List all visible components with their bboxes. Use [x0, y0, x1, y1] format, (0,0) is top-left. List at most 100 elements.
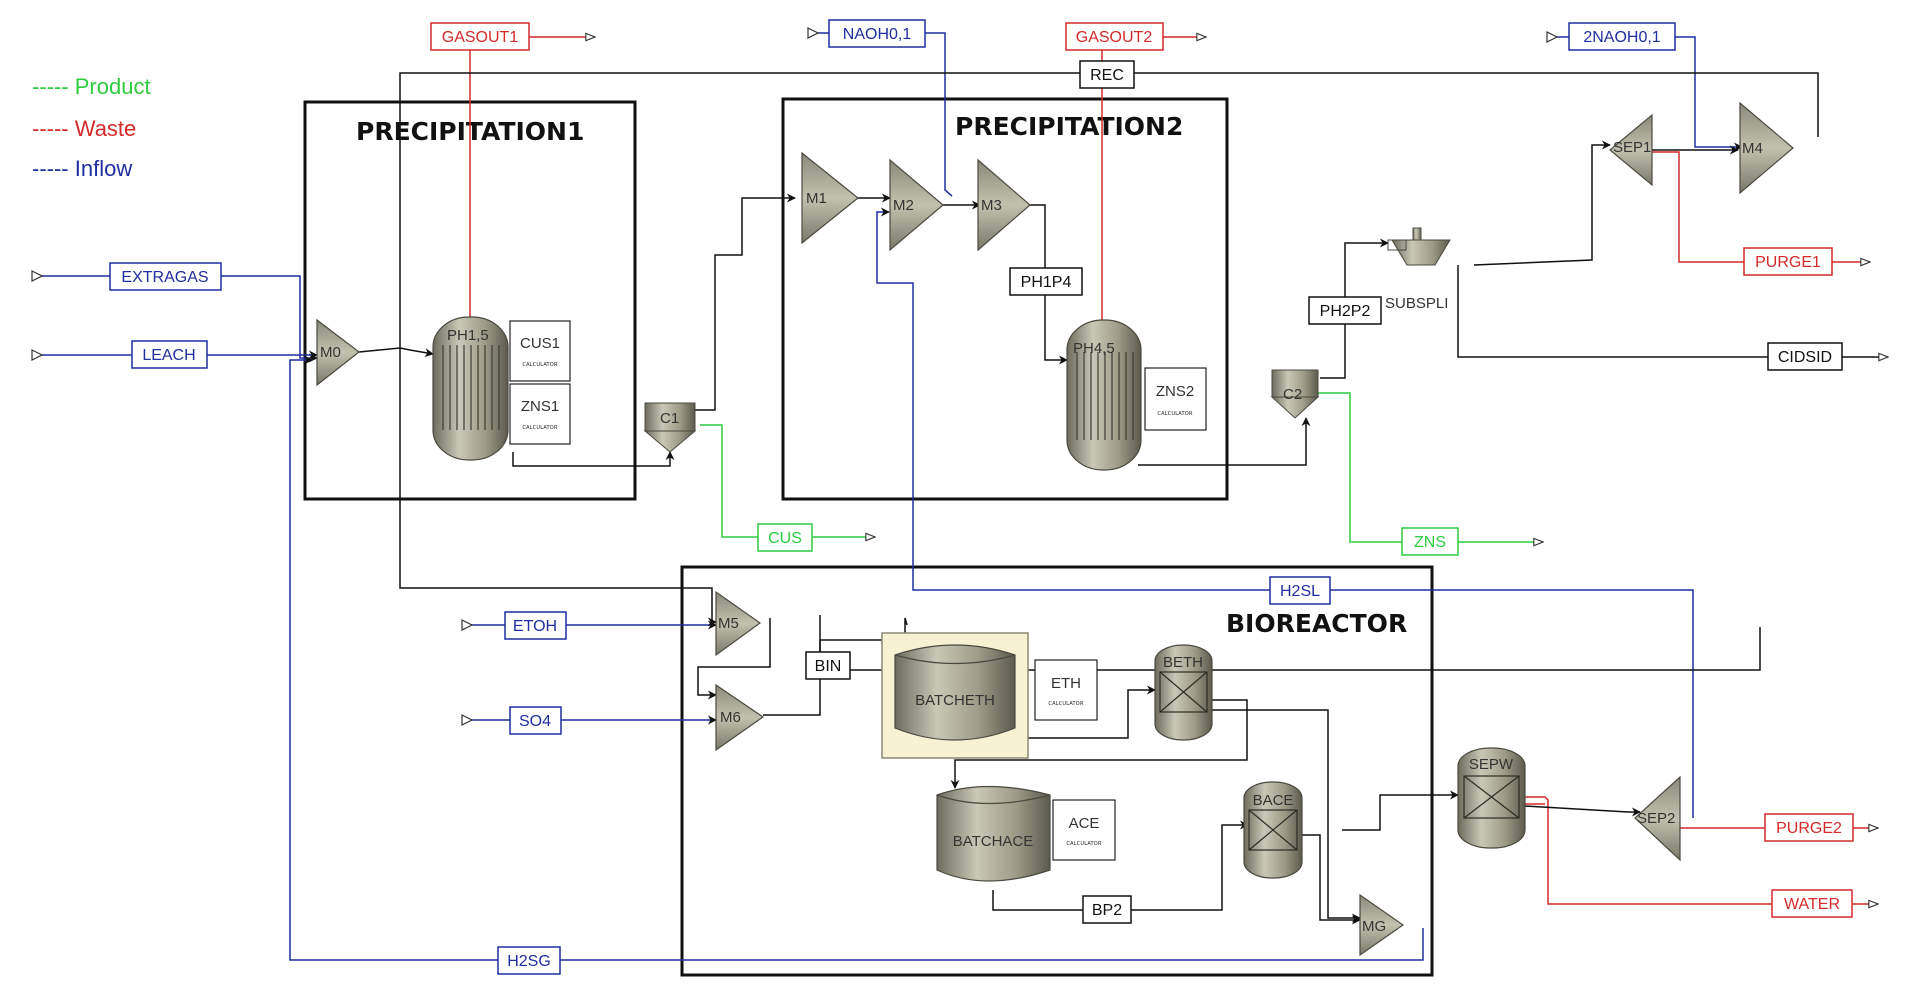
stream-bace-mg[interactable]: [1300, 834, 1361, 925]
stream-extragas-label: EXTRAGAS: [121, 269, 208, 286]
stream-extragas[interactable]: EXTRAGAS: [109, 262, 222, 291]
block-mg[interactable]: MG: [1359, 893, 1405, 957]
block-beth-label: BETH: [1163, 654, 1203, 671]
stream-ph15-out[interactable]: [512, 451, 675, 467]
stream-etoh-label: ETOH: [513, 618, 557, 635]
stream-2naoh-label: 2NAOH0,1: [1583, 29, 1660, 46]
section-title-precipitation2: PRECIPITATION2: [955, 112, 1183, 141]
block-subspli-label: SUBSPLI: [1385, 295, 1448, 312]
stream-ph1p4[interactable]: PH1P4: [1009, 267, 1083, 296]
inlet-2naoh-marker: [1546, 31, 1559, 43]
stream-gasout1[interactable]: GASOUT1: [430, 22, 530, 51]
stream-water[interactable]: WATER: [1771, 889, 1853, 918]
block-c1-label: C1: [660, 410, 679, 427]
stream-rec-line[interactable]: [399, 72, 1819, 627]
inlet-leach-marker: [31, 349, 44, 361]
stream-bace-sepw[interactable]: [1342, 790, 1459, 831]
stream-bin-line[interactable]: [763, 617, 908, 716]
calc-eth[interactable]: ETH CALCULATOR: [1034, 659, 1098, 721]
stream-labels: GASOUT1 GASOUT2 PURGE1 PURGE2 WATER NAOH…: [109, 19, 1854, 975]
stream-batcheth-out[interactable]: [1013, 685, 1156, 739]
stream-gasout2[interactable]: GASOUT2: [1065, 22, 1164, 51]
block-beth[interactable]: BETH: [1154, 644, 1213, 741]
stream-naoh[interactable]: NAOH0,1: [828, 19, 926, 48]
stream-zns[interactable]: ZNS: [1401, 527, 1459, 556]
stream-h2sg[interactable]: H2SG: [497, 946, 561, 975]
block-subspli[interactable]: SUBSPLI: [1385, 227, 1451, 312]
stream-gasout1-label: GASOUT1: [442, 29, 519, 46]
block-m3[interactable]: M3: [977, 158, 1031, 252]
stream-m5-m6[interactable]: [697, 618, 771, 700]
block-batcheth[interactable]: BATCHETH: [881, 632, 1029, 759]
block-c2[interactable]: C2: [1270, 369, 1320, 419]
block-batchace[interactable]: BATCHACE: [936, 785, 1051, 882]
stream-so4[interactable]: SO4: [509, 706, 562, 735]
stream-bp2-line[interactable]: [992, 820, 1249, 911]
stream-m0-out[interactable]: [358, 347, 434, 358]
calc-cus1-label: CUS1: [520, 335, 560, 352]
stream-purge2[interactable]: PURGE2: [1764, 813, 1854, 842]
stream-leach[interactable]: LEACH: [131, 340, 208, 369]
block-batchace-label: BATCHACE: [953, 833, 1034, 850]
stream-cidsid[interactable]: CIDSID: [1767, 342, 1843, 371]
block-bace[interactable]: BACE: [1243, 781, 1303, 879]
stream-bin[interactable]: BIN: [805, 651, 851, 680]
stream-rec[interactable]: REC: [1079, 60, 1135, 89]
block-m2-label: M2: [893, 197, 914, 214]
calc-cus1[interactable]: CUS1 CALCULATOR: [509, 320, 571, 382]
stream-purge2-label: PURGE2: [1776, 820, 1842, 837]
stream-leach-label: LEACH: [142, 347, 195, 364]
stream-h2sg-line[interactable]: [289, 355, 1424, 961]
block-c2-label: C2: [1283, 386, 1302, 403]
stream-gasout2-label: GASOUT2: [1076, 29, 1153, 46]
block-m0[interactable]: M0: [316, 318, 360, 387]
stream-ph2p2-label: PH2P2: [1320, 303, 1371, 320]
calc-zns2[interactable]: ZNS2 CALCULATOR: [1144, 367, 1207, 431]
stream-h2sl[interactable]: H2SL: [1269, 576, 1331, 605]
stream-etoh[interactable]: ETOH: [504, 611, 567, 640]
inlet-etoh-marker: [461, 619, 474, 631]
legend: ----- Product ----- Waste ----- Inflow: [32, 74, 151, 181]
block-sep2-label: SEP2: [1637, 810, 1675, 827]
stream-cidsid-line[interactable]: [1457, 265, 1888, 357]
stream-water-line[interactable]: [1525, 796, 1878, 904]
stream-beth-mg[interactable]: [1212, 709, 1361, 923]
stream-naoh-line[interactable]: [810, 32, 953, 197]
stream-ph2p2[interactable]: PH2P2: [1308, 296, 1382, 325]
stream-cus-line[interactable]: [700, 424, 875, 537]
calc-zns2-label: ZNS2: [1156, 383, 1194, 400]
calc-zns1[interactable]: ZNS1 CALCULATOR: [509, 383, 571, 445]
stream-purge1[interactable]: PURGE1: [1743, 247, 1833, 276]
stream-subspli-top[interactable]: [1473, 140, 1611, 266]
stream-cus[interactable]: CUS: [757, 523, 813, 552]
block-m2[interactable]: M2: [889, 158, 944, 252]
block-m4[interactable]: M4: [1739, 101, 1794, 195]
block-sep2[interactable]: SEP2: [1634, 775, 1681, 862]
block-sep1[interactable]: SEP1: [1609, 113, 1653, 187]
calc-zns2-sub: CALCULATOR: [1157, 411, 1193, 417]
stream-h2sl-line[interactable]: [876, 207, 1694, 818]
block-m1[interactable]: M1: [801, 151, 859, 245]
calc-ace-label: ACE: [1069, 815, 1100, 832]
stream-h2sl-label: H2SL: [1280, 583, 1320, 600]
block-ph15-label: PH1,5: [447, 327, 489, 344]
block-m6[interactable]: M6: [715, 683, 765, 752]
stream-c1-out[interactable]: [684, 193, 796, 411]
stream-ph45-out[interactable]: [1138, 417, 1311, 466]
block-bace-label: BACE: [1253, 792, 1294, 809]
stream-water-label: WATER: [1784, 896, 1840, 913]
block-c1[interactable]: C1: [643, 402, 697, 453]
stream-sepw-sep2[interactable]: [1524, 805, 1641, 817]
block-sepw[interactable]: SEPW: [1457, 747, 1526, 849]
stream-2naoh[interactable]: 2NAOH0,1: [1568, 22, 1676, 51]
block-ph15[interactable]: PH1,5: [432, 316, 509, 461]
block-ph45[interactable]: PH4,5: [1066, 319, 1142, 471]
stream-beth-out[interactable]: [950, 699, 1248, 789]
stream-gasout1-line[interactable]: [469, 37, 595, 335]
stream-bp2[interactable]: BP2: [1082, 895, 1132, 924]
section-title-bioreactor: BIOREACTOR: [1226, 609, 1407, 638]
inlet-naoh-marker: [807, 27, 820, 39]
stream-zns-line[interactable]: [1318, 392, 1543, 542]
calc-ace[interactable]: ACE CALCULATOR: [1052, 799, 1116, 861]
block-m5[interactable]: M5: [715, 590, 762, 657]
